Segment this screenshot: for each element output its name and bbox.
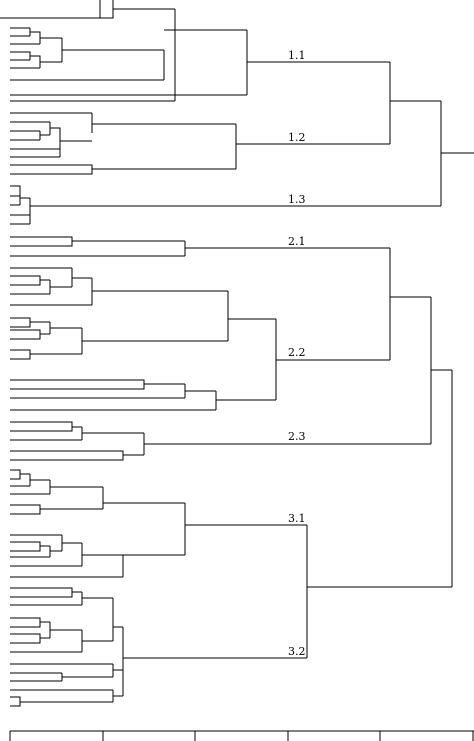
branch: [10, 164, 93, 175]
cluster-label-1-3: 1.3: [288, 193, 306, 206]
branch: [50, 127, 61, 157]
cluster-label-2-2: 2.2: [288, 346, 306, 359]
branch: [30, 55, 41, 68]
branch: [10, 236, 73, 247]
branch: [10, 275, 41, 286]
branch: [10, 329, 41, 340]
branch: [10, 0, 114, 19]
cluster-label-2-1: 2.1: [288, 235, 306, 248]
branch: [10, 421, 73, 432]
branch: [10, 379, 145, 390]
branch: [30, 31, 41, 44]
cluster-labels: 1.1 1.2 1.3 2.1 2.2 2.3 3.1 3.2: [288, 49, 306, 658]
branch: [10, 469, 21, 480]
dendrogram-tree: [0, 0, 474, 707]
branch: [0, 0, 101, 19]
branch: [10, 185, 21, 197]
branch: [10, 541, 41, 552]
branch: [10, 51, 31, 60]
cluster-label-3-1: 3.1: [288, 512, 306, 525]
branch: [10, 633, 41, 644]
cluster-label-1-1: 1.1: [288, 49, 306, 62]
branch: [10, 504, 41, 515]
branch: [10, 587, 73, 598]
branch: [10, 317, 31, 328]
branch: [10, 349, 31, 360]
cluster-label-2-3: 2.3: [288, 430, 306, 443]
branch: [10, 617, 41, 628]
cluster-label-3-2: 3.2: [288, 645, 306, 658]
cluster-label-1-2: 1.2: [288, 131, 306, 144]
branch: [10, 450, 124, 461]
distance-axis: [9, 730, 474, 741]
branch: [10, 696, 21, 707]
